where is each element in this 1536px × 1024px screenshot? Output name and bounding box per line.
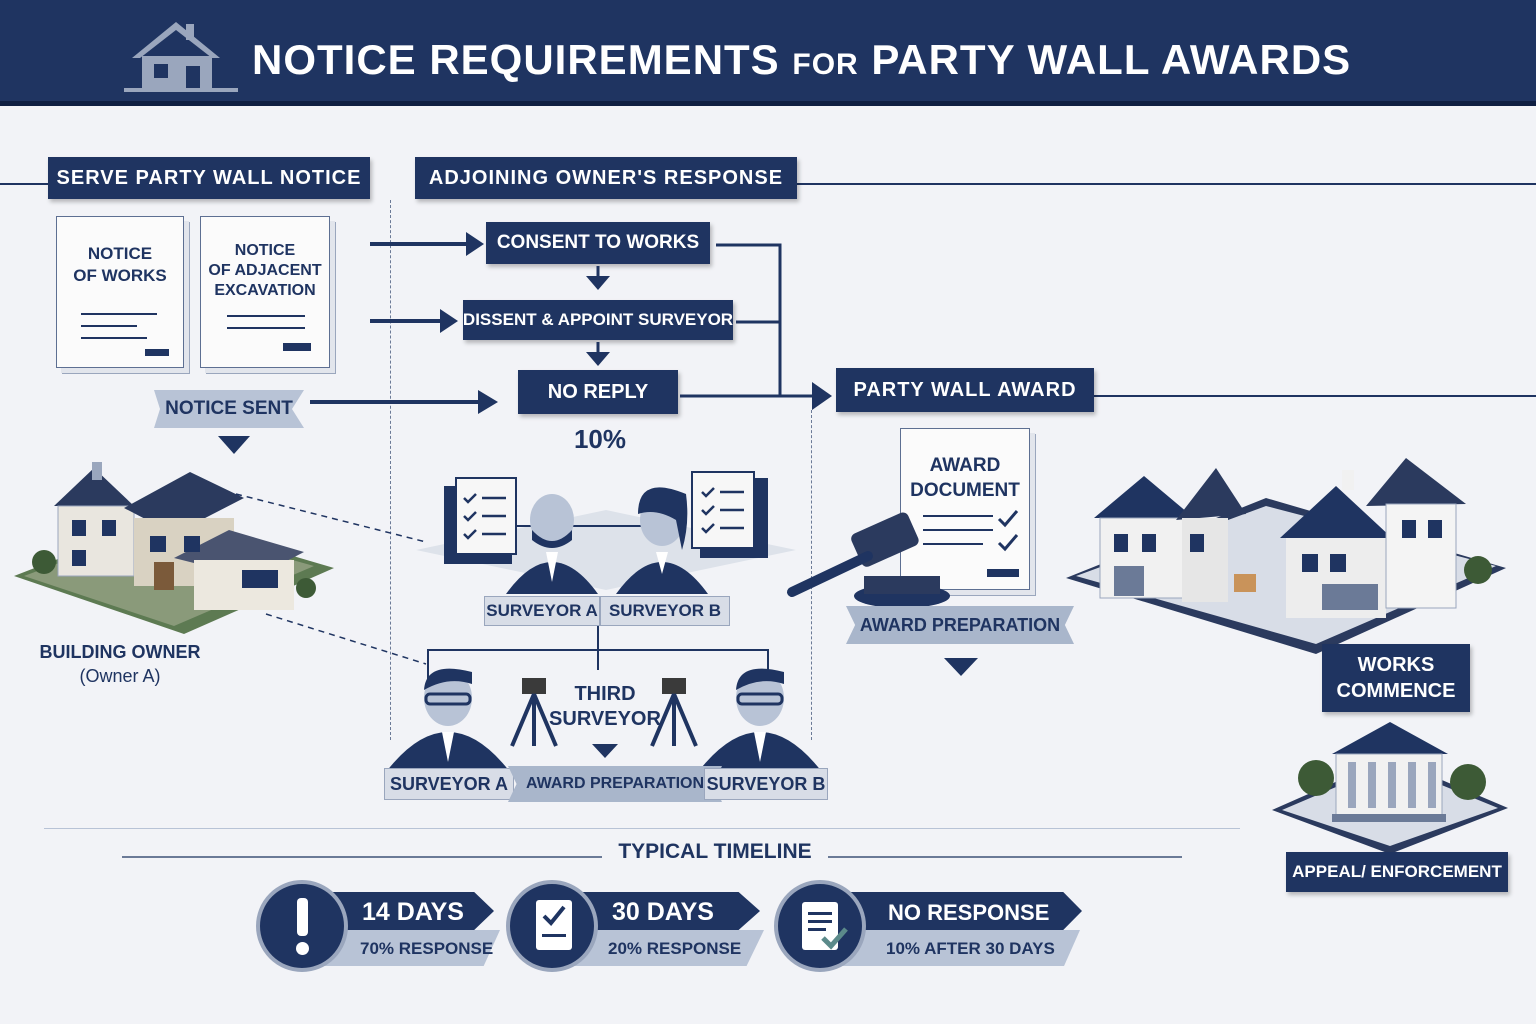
- house-logo-icon: [124, 22, 238, 92]
- check-icon: [997, 510, 1019, 552]
- section-adjoining-response: ADJOINING OWNER'S RESPONSE: [415, 157, 797, 199]
- surveyor-b-label: SURVEYOR B: [600, 596, 730, 626]
- surveyor-a-label: SURVEYOR A: [484, 596, 600, 626]
- no-reply-percentage: 10%: [573, 424, 627, 454]
- section-rule: [796, 183, 1536, 185]
- owner-a-label: (Owner A): [79, 666, 161, 686]
- divider: [811, 410, 812, 740]
- section-party-wall-award: PARTY WALL AWARD: [836, 368, 1094, 412]
- notice-sent-tag: NOTICE SENT: [154, 390, 304, 428]
- down-arrow-icon: [586, 266, 610, 290]
- award-preparation-center-label: AWARD PREPARATION: [508, 766, 722, 802]
- flow-arrows: [310, 232, 498, 414]
- timeline-heading: TYPICAL TIMELINE: [618, 840, 812, 863]
- timeline-divider: [44, 828, 1240, 829]
- award-document: AWARD DOCUMENT: [900, 428, 1030, 590]
- hierarchy-connector: [427, 626, 769, 682]
- building-owner-label: BUILDING OWNER: [39, 642, 201, 662]
- dashed-connector: [235, 493, 427, 665]
- neighboring-houses-illustration: [1066, 458, 1506, 654]
- timeline-step-2: 30 DAYS 20% RESPONSE: [506, 880, 768, 972]
- header-bar: [0, 0, 1536, 106]
- down-arrow-icon: [586, 342, 610, 366]
- divider: [390, 200, 391, 740]
- checklist-icon: [506, 880, 598, 972]
- third-surveyor-label: THIRD SURVEYOR: [549, 683, 661, 730]
- connector-lines: [680, 243, 832, 410]
- timeline-rule-left: [122, 856, 602, 858]
- works-commence-box: WORKS COMMENCE: [1322, 644, 1470, 712]
- surveyor-a-lower-label: SURVEYOR A: [384, 768, 514, 800]
- award-preparation-right-label: AWARD PREPARATION: [846, 606, 1074, 644]
- page-title: NOTICE REQUIREMENTS FOR PARTY WALL AWARD…: [252, 36, 1352, 83]
- consent-to-works-box: CONSENT TO WORKS: [486, 222, 710, 264]
- court-building-illustration: [1272, 722, 1508, 854]
- timeline-step-3: NO RESPONSE 10% AFTER 30 DAYS: [774, 880, 1084, 972]
- down-arrow-icon: [944, 658, 978, 676]
- notice-of-works-document: NOTICE OF WORKS: [56, 216, 184, 368]
- gavel-icon: [787, 512, 950, 608]
- timeline-rule-right: [828, 856, 1182, 858]
- section-rule: [1094, 395, 1536, 397]
- down-arrow-icon: [218, 436, 250, 454]
- appeal-enforcement-box: APPEAL/ ENFORCEMENT: [1286, 852, 1508, 892]
- building-owner-house-illustration: [14, 462, 334, 634]
- timeline-step-1: 14 DAYS 70% RESPONSE: [256, 880, 506, 972]
- surveyors-illustration: [416, 471, 796, 594]
- section-serve-notice: SERVE PARTY WALL NOTICE: [48, 157, 370, 199]
- notice-adjacent-excavation-document: NOTICE OF ADJACENT EXCAVATION: [200, 216, 330, 368]
- section-rule: [0, 183, 48, 185]
- document-check-icon: [774, 880, 866, 972]
- surveyor-b-lower-label: SURVEYOR B: [704, 768, 828, 800]
- third-surveyor-illustration: [386, 668, 822, 772]
- exclamation-icon: [256, 880, 348, 972]
- no-reply-box: NO REPLY: [518, 370, 678, 414]
- dissent-appoint-surveyor-box: DISSENT & APPOINT SURVEYOR: [463, 300, 733, 340]
